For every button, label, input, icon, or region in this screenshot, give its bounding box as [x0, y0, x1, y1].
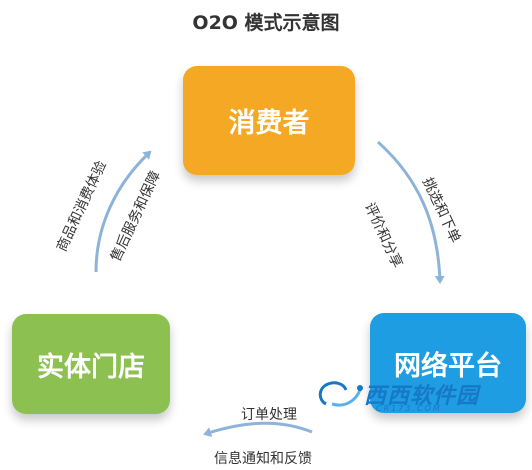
node-store-label: 实体门店 — [37, 351, 145, 383]
node-store: 实体门店 — [12, 314, 170, 414]
diagram-title: O2O 模式示意图 — [192, 12, 340, 34]
watermark: 西西软件园 CR173.COM — [312, 374, 526, 418]
node-platform: 网络平台 — [370, 313, 526, 413]
node-platform-label: 网络平台 — [394, 350, 502, 382]
label-platform-to-store-top: 订单处理 — [241, 407, 297, 423]
watermark-logo-icon — [318, 381, 363, 407]
arrow-platform-to-store — [203, 421, 313, 437]
node-consumer: 消费者 — [183, 66, 355, 175]
arrow-consumer-to-platform — [376, 140, 445, 284]
watermark-sub: CR173.COM — [376, 404, 442, 413]
node-consumer-label: 消费者 — [228, 108, 310, 139]
label-platform-to-store-bottom: 信息通知和反馈 — [214, 451, 312, 467]
arrow-store-to-consumer — [94, 150, 152, 273]
watermark-main: 西西软件园 — [364, 384, 480, 409]
